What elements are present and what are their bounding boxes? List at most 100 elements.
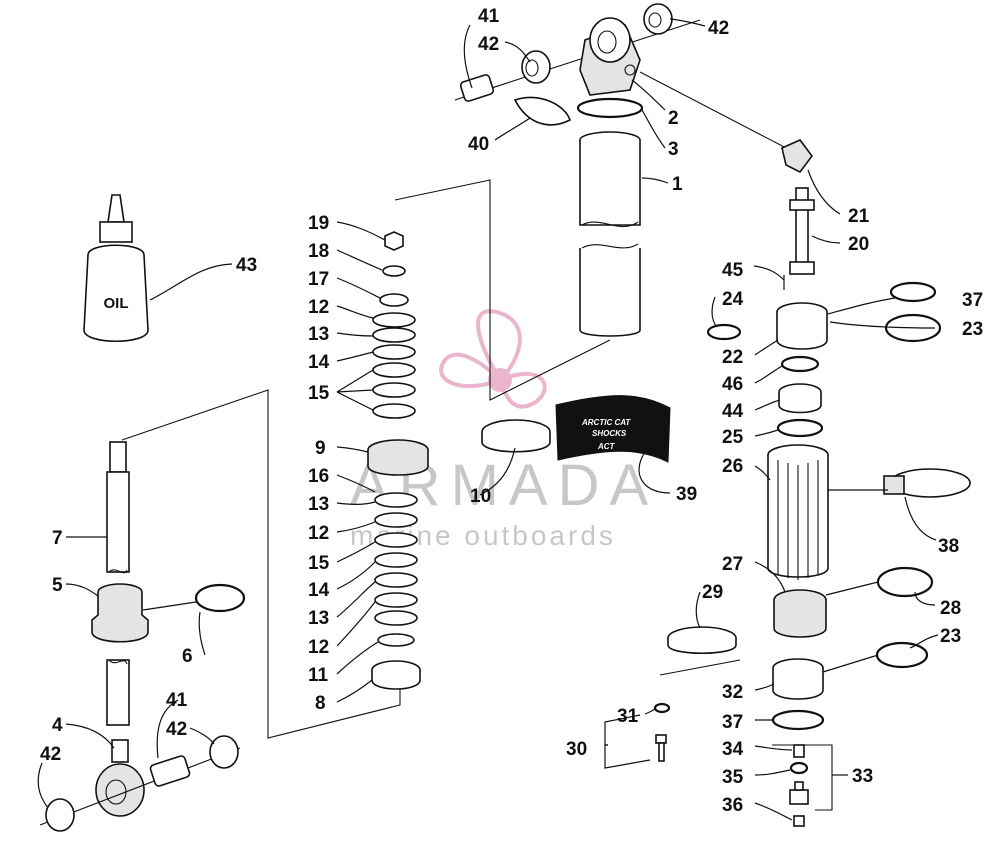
callout-16: 16 <box>308 466 329 487</box>
callout-34: 34 <box>722 739 744 760</box>
shaft-assembly <box>39 441 246 832</box>
decal-line-3: ACT <box>597 442 616 451</box>
callout-6: 6 <box>182 646 193 667</box>
callout-39: 39 <box>676 484 697 505</box>
bearing-44 <box>778 383 822 414</box>
callout-38: 38 <box>938 536 959 557</box>
callout-14: 14 <box>308 580 330 601</box>
reservoir-cap-22 <box>776 302 828 350</box>
callout-5: 5 <box>52 575 63 596</box>
eye-mount-2 <box>579 17 641 96</box>
oil-label: OIL <box>104 295 129 312</box>
callout-13: 13 <box>308 324 329 345</box>
callout-25: 25 <box>722 427 744 448</box>
callout-8: 8 <box>315 693 326 714</box>
bushing-41-top <box>459 74 495 102</box>
callout-20: 20 <box>848 234 869 255</box>
callout-22: 22 <box>722 347 743 368</box>
lower-eye-4 <box>95 739 145 817</box>
decal-line-2: SHOCKS <box>592 429 627 438</box>
o-ring-25 <box>776 418 824 438</box>
callout-11: 11 <box>308 665 329 686</box>
callout-42: 42 <box>708 18 729 39</box>
leader-lines <box>37 18 939 821</box>
end-cap-32 <box>772 658 824 700</box>
callout-4: 4 <box>52 715 63 736</box>
callout-13: 13 <box>308 494 329 515</box>
ring-46 <box>780 355 820 373</box>
callout-23: 23 <box>962 319 983 340</box>
callout-26: 26 <box>722 456 743 477</box>
spacer-8 <box>371 660 421 690</box>
decal-line-1: ARCTIC CAT <box>581 418 631 427</box>
o-ring-37-top <box>889 281 937 303</box>
screw-30 <box>655 734 667 762</box>
o-ring-3 <box>576 97 644 119</box>
callout-30: 30 <box>566 739 587 760</box>
callout-23: 23 <box>940 626 961 647</box>
o-ring-6 <box>194 583 246 613</box>
o-ring-37-bottom <box>771 709 825 731</box>
callout-10: 10 <box>470 486 491 507</box>
callout-41: 41 <box>478 6 500 27</box>
callout-28: 28 <box>940 598 961 619</box>
washer-17 <box>379 293 409 307</box>
washer-11 <box>377 633 415 647</box>
callout-12: 12 <box>308 297 329 318</box>
callout-36: 36 <box>722 795 743 816</box>
callout-18: 18 <box>308 241 329 262</box>
reservoir-assembly <box>639 71 971 827</box>
o-ring-28 <box>876 566 934 598</box>
piston-stack <box>121 179 611 739</box>
callout-2: 2 <box>668 108 679 129</box>
hose-clamp-38 <box>883 468 971 498</box>
callout-43: 43 <box>236 255 257 276</box>
callout-14: 14 <box>308 352 330 373</box>
callout-37: 37 <box>962 290 983 311</box>
callout-31: 31 <box>617 706 639 727</box>
valve-20 <box>789 187 815 275</box>
callout-42: 42 <box>478 34 499 55</box>
piston-ring-10 <box>481 419 551 453</box>
nut-19 <box>384 231 404 251</box>
bumper-40 <box>513 96 571 126</box>
callout-15: 15 <box>308 383 330 404</box>
callout-27: 27 <box>722 554 743 575</box>
washer-18 <box>382 265 406 277</box>
callout-29: 29 <box>702 582 723 603</box>
shim-stack-lower <box>374 492 418 626</box>
callout-37: 37 <box>722 712 743 733</box>
o-ring-31 <box>653 702 671 714</box>
o-ring-24 <box>706 323 742 341</box>
o-ring-23-bottom <box>875 641 929 669</box>
seal-head-5 <box>91 583 149 643</box>
piston-27 <box>773 589 827 638</box>
callout-24: 24 <box>722 289 744 310</box>
cap-36 <box>793 815 805 827</box>
o-ring-35 <box>789 761 809 775</box>
callout-1: 1 <box>672 174 683 195</box>
shaft-7 <box>106 441 130 726</box>
shim-stack-upper <box>372 312 416 419</box>
callout-46: 46 <box>722 374 743 395</box>
callout-42: 42 <box>166 719 187 740</box>
callout-33: 33 <box>852 766 873 787</box>
callout-3: 3 <box>668 139 679 160</box>
callout-12: 12 <box>308 523 329 544</box>
callout-17: 17 <box>308 269 329 290</box>
wear-band-29 <box>667 626 737 655</box>
shock-body-1 <box>579 131 641 337</box>
bushing-42-right-top <box>643 3 673 35</box>
plug-34 <box>793 744 805 758</box>
callout-7: 7 <box>52 528 63 549</box>
propeller-logo-icon <box>439 309 547 409</box>
bushing-42-right-bottom <box>209 735 239 769</box>
callout-13: 13 <box>308 608 329 629</box>
upper-eye-assembly <box>454 3 701 337</box>
callout-35: 35 <box>722 767 744 788</box>
callout-42: 42 <box>40 744 61 765</box>
piston-9 <box>367 439 429 476</box>
bushing-42-left-bottom <box>45 798 75 832</box>
